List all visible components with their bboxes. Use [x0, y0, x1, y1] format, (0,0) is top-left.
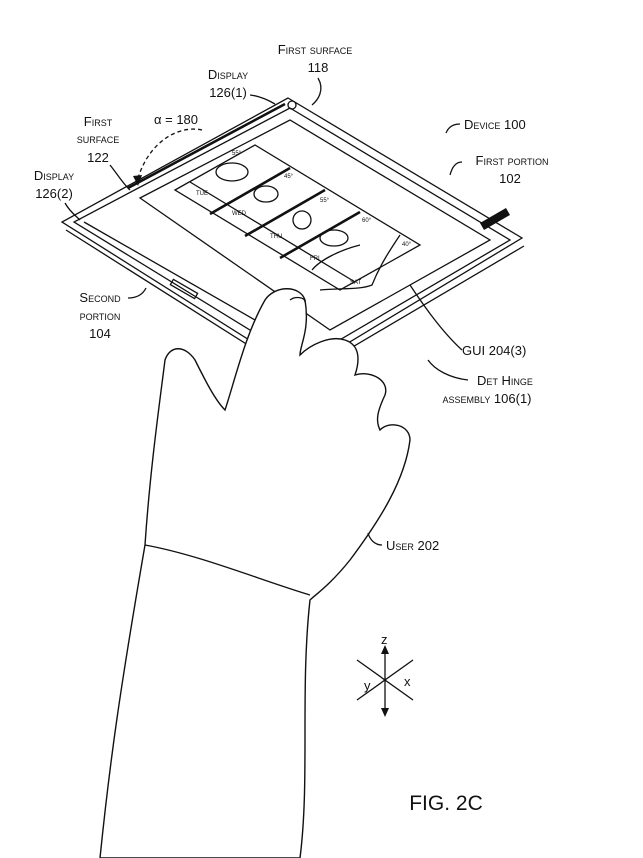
- axis-x-label: x: [404, 674, 411, 689]
- axis-indicator: z y x: [356, 632, 414, 717]
- ref-126-1: 126(1): [209, 85, 247, 100]
- figure-label: FIG. 2C: [409, 792, 483, 815]
- day-fri: FRI: [310, 256, 320, 262]
- callouts: First surface 118 Display 126(1) α = 180…: [34, 42, 549, 553]
- ref-118: 118: [308, 60, 329, 75]
- label-second-portion-line2: portion: [80, 308, 121, 323]
- cloud-icon: [319, 229, 349, 247]
- label-display-126-1: Display: [208, 67, 248, 82]
- temp-sat: 40°: [402, 242, 412, 248]
- label-first-portion: First portion: [476, 153, 549, 168]
- axis-y-label: y: [364, 678, 371, 693]
- label-device-100: Device 100: [464, 117, 526, 132]
- window-controls-icon: [480, 208, 510, 230]
- user-202-hand: [99, 288, 411, 858]
- label-hinge-line2: assembly 106(1): [442, 391, 531, 406]
- day-thu: THU: [270, 234, 282, 240]
- weather-table: 55° 45° 55° 60° 40° TUE WED THU FRI SAT: [173, 144, 422, 291]
- temp-fri: 60°: [362, 218, 372, 224]
- label-display-126-2: Display: [34, 168, 74, 183]
- axis-z-label: z: [381, 632, 388, 647]
- fingernail: [289, 296, 306, 303]
- label-second-portion-line1: Second: [79, 290, 121, 305]
- day-tue: TUE: [196, 191, 208, 197]
- day-wed: WED: [232, 211, 247, 217]
- gui-window: [138, 119, 492, 331]
- device-100: 55° 45° 55° 60° 40° TUE WED THU FRI SAT: [60, 97, 525, 379]
- label-first-surface-122-line2: surface: [77, 131, 120, 146]
- ref-102: 102: [499, 171, 521, 186]
- label-first-surface-118: First surface: [278, 42, 353, 57]
- cloud-sun-icon: [253, 185, 279, 203]
- ref-122: 122: [87, 150, 109, 165]
- hinge-line: [127, 102, 286, 190]
- person-graphic: [311, 234, 401, 291]
- ref-104: 104: [89, 326, 111, 341]
- sun-icon: [292, 210, 312, 230]
- temp-wed: 45°: [284, 174, 294, 180]
- temp-tue: 55°: [232, 151, 242, 157]
- temp-thu: 55°: [320, 198, 330, 204]
- day-sat: SAT: [350, 280, 362, 286]
- label-alpha: α = 180: [154, 112, 198, 127]
- taskbar-button: [169, 278, 199, 300]
- label-gui-204-3: GUI 204(3): [462, 343, 526, 358]
- ref-126-2: 126(2): [35, 186, 73, 201]
- label-hinge-line1: Det Hinge: [477, 373, 533, 388]
- cloud-icon: [215, 162, 249, 182]
- hand-outline: [99, 288, 411, 858]
- sleeve-cuff: [144, 544, 311, 596]
- camera-icon: [287, 100, 297, 110]
- label-user-202: User 202: [386, 538, 439, 553]
- label-first-surface-122-line1: First: [84, 114, 113, 129]
